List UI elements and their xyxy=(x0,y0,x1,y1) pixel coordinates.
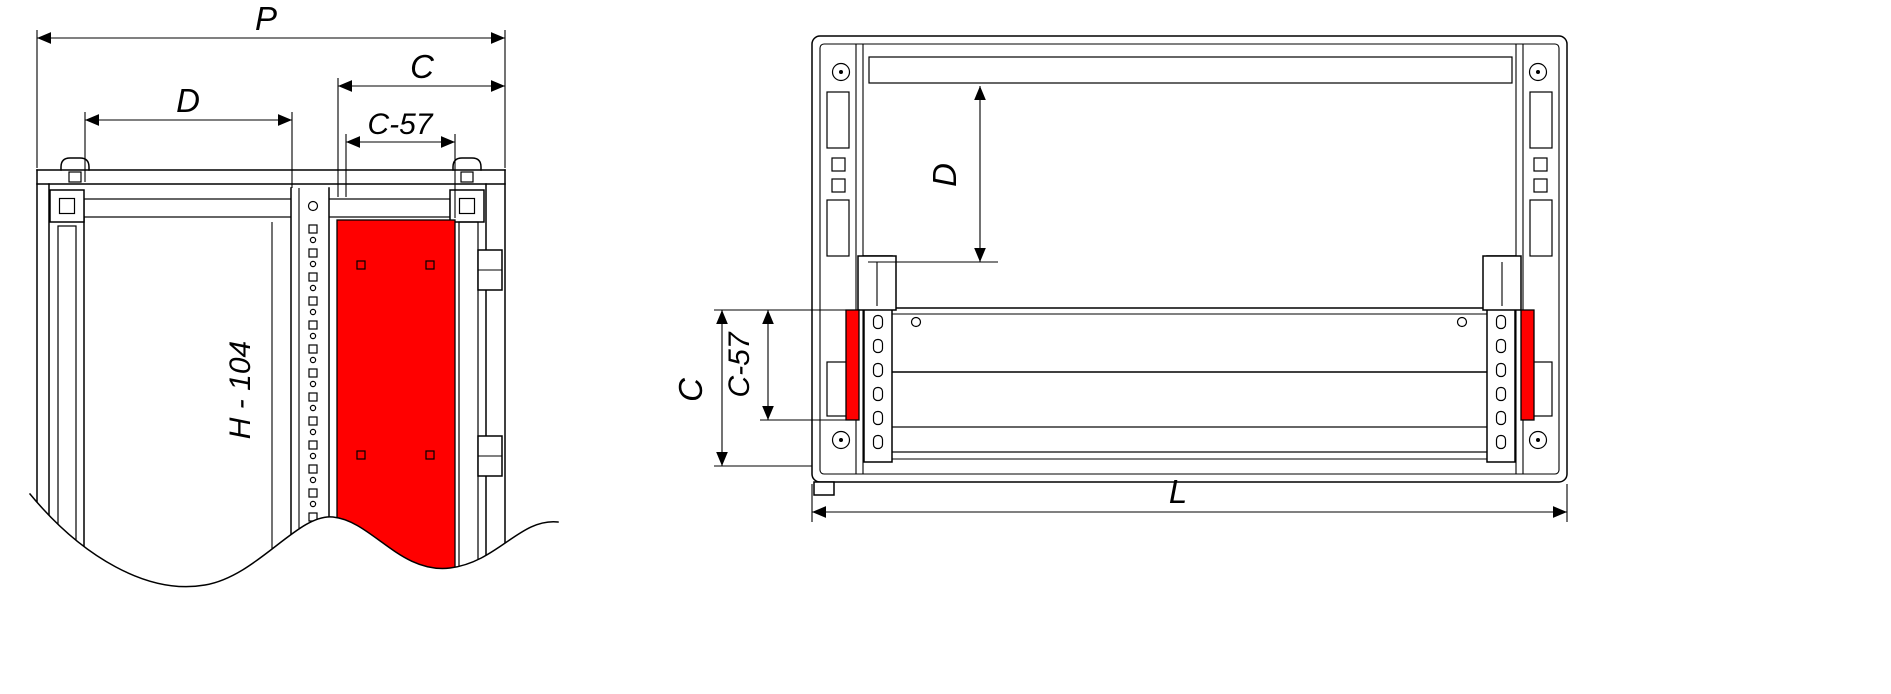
rail-slot xyxy=(872,434,884,450)
frame-inner xyxy=(819,43,1560,475)
screw-top-right-center xyxy=(1536,70,1540,74)
corner-block-left-hole xyxy=(58,197,76,215)
slot xyxy=(1533,178,1548,193)
rail-slot xyxy=(872,314,884,330)
slot xyxy=(826,91,850,149)
rail-slot xyxy=(1495,338,1507,354)
screw-top-left-icon xyxy=(831,62,851,82)
corner-block-left xyxy=(49,189,85,223)
rail-slot xyxy=(1495,314,1507,330)
dim-label-c: C xyxy=(672,377,709,402)
frame-outer xyxy=(811,35,1568,483)
lifting-lug-left xyxy=(60,157,90,171)
screw-top-right-icon xyxy=(1528,62,1548,82)
plate-hole-bottom-left xyxy=(356,450,366,460)
rail-slot xyxy=(872,362,884,378)
top-punched-rail xyxy=(868,56,1513,84)
lifting-lug-right xyxy=(452,157,482,171)
crossbar-hole-right xyxy=(1456,316,1468,328)
right-view: D C C-57 L xyxy=(672,35,1568,522)
enclosure-frame xyxy=(811,35,1568,496)
dim-label-c: C xyxy=(410,48,435,85)
slot xyxy=(1529,199,1553,257)
corner-block-right-hole xyxy=(458,197,476,215)
left-view-dimensions: P C D C-57 H - 104 xyxy=(36,0,506,439)
rail-slot xyxy=(1495,434,1507,450)
slot xyxy=(1533,157,1548,172)
crossbar xyxy=(891,307,1489,373)
middle-rail-top-hole xyxy=(307,200,319,212)
slot xyxy=(831,157,846,172)
left-mounting-rail xyxy=(857,255,897,463)
rail-slot xyxy=(1495,362,1507,378)
dim-label-c57: C-57 xyxy=(367,108,433,141)
dim-label-d: D xyxy=(176,82,200,119)
rail-slot xyxy=(872,386,884,402)
dim-label-h104: H - 104 xyxy=(224,341,257,439)
break-line xyxy=(28,492,559,588)
rail-slot xyxy=(1495,386,1507,402)
right-punched-upright xyxy=(458,221,479,587)
plate-edge-highlight-left xyxy=(845,309,860,421)
left-punched-upright xyxy=(57,225,77,587)
plate-hole-top-left xyxy=(356,260,366,270)
right-mounting-rail xyxy=(1482,255,1522,463)
corner-screws xyxy=(831,62,1548,450)
screw-top-left-center xyxy=(839,70,843,74)
lug-base-right xyxy=(460,171,474,183)
screw-bottom-left-icon xyxy=(831,430,851,450)
rail-slot xyxy=(872,338,884,354)
foot-tab xyxy=(813,481,835,496)
crossbar-hole-left xyxy=(910,316,922,328)
plate-hole-bottom-right xyxy=(425,450,435,460)
plate-edge-highlight-right xyxy=(1520,309,1535,421)
slot xyxy=(826,199,850,257)
screw-bottom-right-center xyxy=(1536,438,1540,442)
dim-label-l: L xyxy=(1169,473,1187,510)
screw-bottom-right-icon xyxy=(1528,430,1548,450)
rail-slot xyxy=(872,410,884,426)
lug-base-left xyxy=(68,171,82,183)
right-view-dimensions: D C C-57 L xyxy=(672,86,1568,522)
rail-slot xyxy=(1495,410,1507,426)
screw-bottom-left-center xyxy=(839,438,843,442)
dim-label-c57: C-57 xyxy=(723,331,756,397)
plate-hole-top-right xyxy=(425,260,435,270)
slot xyxy=(1529,91,1553,149)
slot xyxy=(831,178,846,193)
middle-punched-strip xyxy=(303,222,323,587)
dim-label-p: P xyxy=(255,0,277,37)
dim-label-d: D xyxy=(926,163,963,187)
